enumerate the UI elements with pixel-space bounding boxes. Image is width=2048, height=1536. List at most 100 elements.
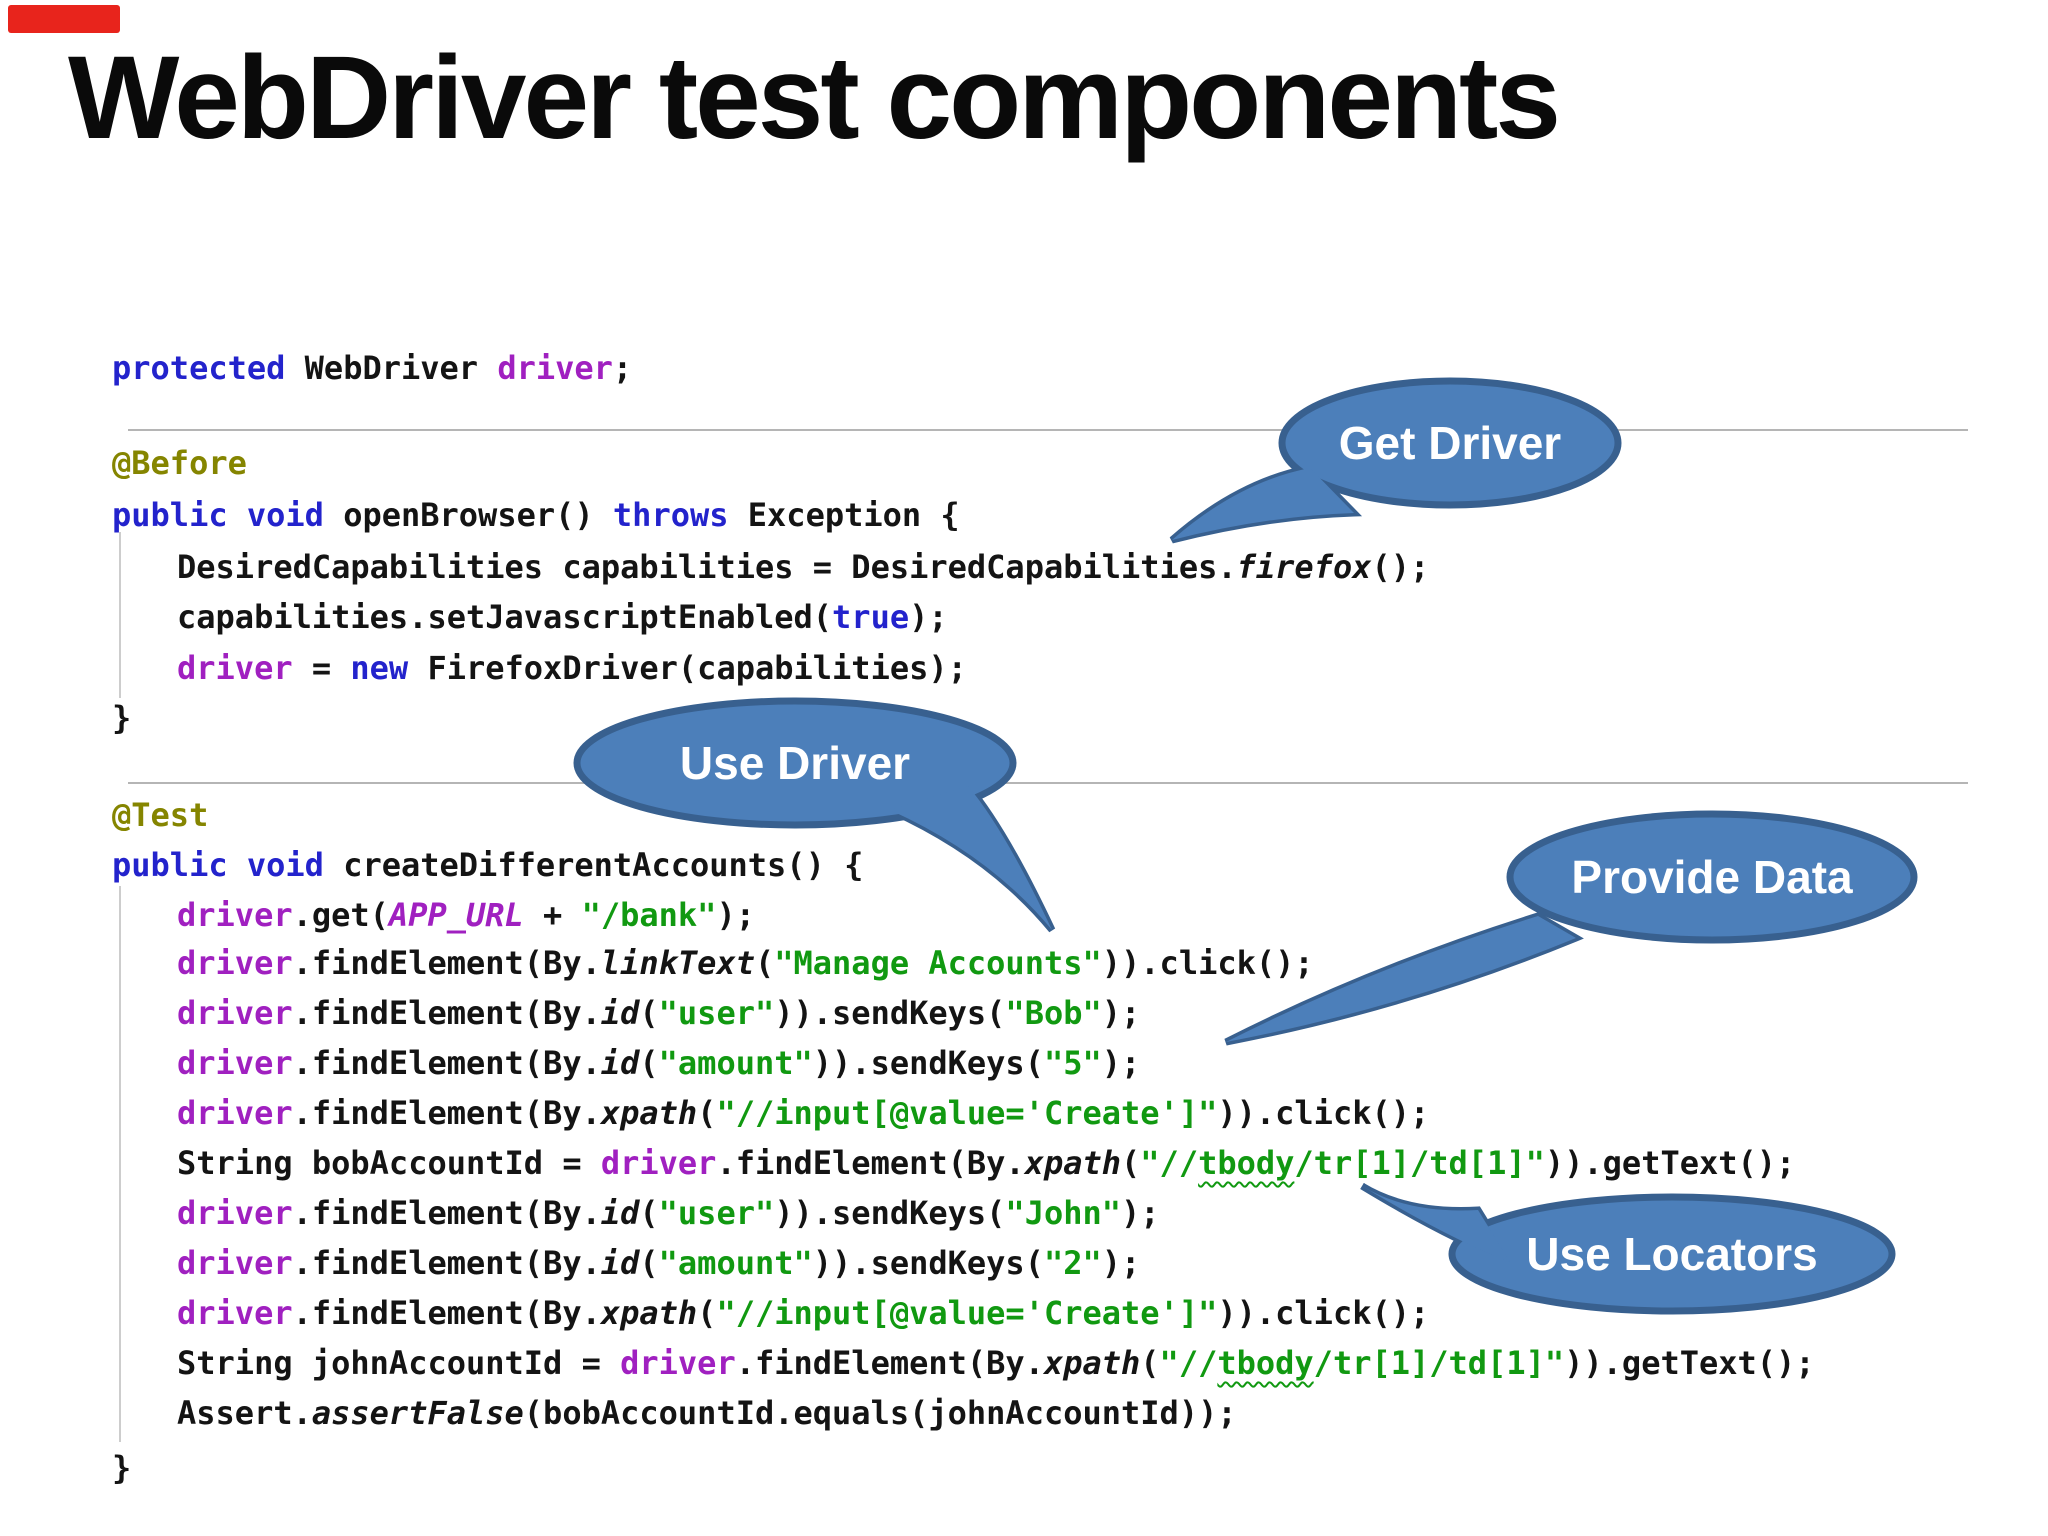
callout-bubble bbox=[1278, 377, 1622, 509]
code-token: )).sendKeys( bbox=[774, 1194, 1006, 1232]
code-token: "5" bbox=[1043, 1044, 1102, 1082]
code-token: assertFalse bbox=[311, 1394, 524, 1432]
code-token: public bbox=[112, 846, 228, 884]
code-token: DesiredCapabilities capabilities = Desir… bbox=[177, 548, 1237, 586]
code-token: (); bbox=[1371, 548, 1430, 586]
code-token: public bbox=[112, 496, 228, 534]
code-token: /tr[1]/td[1]" bbox=[1294, 1144, 1545, 1182]
code-token: .findElement(By. bbox=[292, 1094, 601, 1132]
code-token: )).sendKeys( bbox=[812, 1244, 1044, 1282]
code-token: .findElement(By. bbox=[292, 1194, 601, 1232]
code-token: "John" bbox=[1005, 1194, 1122, 1232]
code-line: public void openBrowser() throws Excepti… bbox=[112, 491, 960, 539]
code-token: ( bbox=[1140, 1344, 1160, 1382]
code-token: linkText bbox=[600, 944, 755, 982]
code-line: driver.findElement(By.xpath("//input[@va… bbox=[177, 1289, 1429, 1337]
code-token: ( bbox=[639, 994, 659, 1032]
code-token: tbody bbox=[1198, 1144, 1295, 1182]
callout-use-locators: Use Locators bbox=[1360, 1183, 1896, 1315]
callout-tail-fill bbox=[890, 786, 1052, 930]
code-token: id bbox=[600, 1194, 640, 1232]
code-line: driver.get(APP_URL + "/bank"); bbox=[177, 891, 755, 939]
code-token: createDifferentAccounts() { bbox=[323, 846, 864, 884]
code-line: driver.findElement(By.id("amount")).send… bbox=[177, 1239, 1140, 1287]
callout-tail-fill bbox=[1226, 916, 1576, 1042]
callout-label: Get Driver bbox=[1339, 417, 1562, 469]
code-line: driver.findElement(By.xpath("//input[@va… bbox=[177, 1089, 1429, 1137]
code-token: APP_URL bbox=[388, 896, 524, 934]
code-token: } bbox=[112, 699, 132, 737]
code-token: driver bbox=[177, 1044, 293, 1082]
code-token: protected bbox=[112, 349, 286, 387]
code-token: "Bob" bbox=[1005, 994, 1102, 1032]
code-line: @Before bbox=[112, 439, 247, 487]
code-token: "2" bbox=[1043, 1244, 1102, 1282]
code-line: capabilities.setJavascriptEnabled(true); bbox=[177, 593, 948, 641]
code-token: tbody bbox=[1217, 1344, 1314, 1382]
code-token: String johnAccountId = bbox=[177, 1344, 621, 1382]
code-token: openBrowser() bbox=[323, 496, 613, 534]
code-token: ( bbox=[697, 1294, 717, 1332]
slide-title: WebDriver test components bbox=[68, 32, 1561, 164]
code-token: driver bbox=[177, 1194, 293, 1232]
code-token: ( bbox=[697, 1094, 717, 1132]
callout-tail-fill bbox=[1172, 468, 1354, 540]
code-token: driver bbox=[177, 1244, 293, 1282]
code-token: ; bbox=[612, 349, 633, 387]
code-line: public void createDifferentAccounts() { bbox=[112, 841, 863, 889]
code-token: "/bank" bbox=[581, 896, 717, 934]
code-token: ( bbox=[754, 944, 775, 982]
code-line: protected WebDriver driver; bbox=[112, 344, 632, 392]
code-token: driver bbox=[620, 1344, 736, 1382]
code-token: driver bbox=[177, 896, 293, 934]
code-token: "amount" bbox=[658, 1044, 813, 1082]
code-token: ); bbox=[716, 896, 755, 934]
code-token: "// bbox=[1159, 1344, 1218, 1382]
code-scope-line bbox=[119, 532, 121, 698]
code-token: void bbox=[246, 496, 324, 534]
code-token: .findElement(By. bbox=[735, 1344, 1044, 1382]
code-token: capabilities.setJavascriptEnabled( bbox=[177, 598, 833, 636]
code-line: } bbox=[112, 1444, 131, 1492]
code-line: String bobAccountId = driver.findElement… bbox=[177, 1139, 1795, 1187]
code-line: @Test bbox=[112, 791, 208, 839]
code-token: id bbox=[600, 1044, 640, 1082]
code-token: ( bbox=[639, 1044, 659, 1082]
code-token: )).click(); bbox=[1217, 1294, 1430, 1332]
code-token: xpath bbox=[1043, 1344, 1141, 1382]
code-token: firefox bbox=[1236, 548, 1372, 586]
code-token: .findElement(By. bbox=[292, 944, 601, 982]
callout-use-driver: Use Driver bbox=[573, 697, 1056, 933]
code-token: true bbox=[832, 598, 910, 636]
code-token: FirefoxDriver(capabilities); bbox=[408, 649, 967, 687]
code-token: .findElement(By. bbox=[716, 1144, 1025, 1182]
code-token: "//input[@value='Create']" bbox=[716, 1094, 1218, 1132]
callout-bubble bbox=[1448, 1193, 1896, 1315]
code-token: xpath bbox=[600, 1094, 698, 1132]
code-scope-line bbox=[119, 886, 121, 1442]
code-token: (bobAccountId.equals(johnAccountId)); bbox=[523, 1394, 1237, 1432]
code-token: "Manage Accounts" bbox=[774, 944, 1102, 982]
code-token: .findElement(By. bbox=[292, 1044, 601, 1082]
code-token: )).getText(); bbox=[1544, 1144, 1796, 1182]
code-token: id bbox=[600, 1244, 640, 1282]
code-line: driver.findElement(By.linkText("Manage A… bbox=[177, 939, 1314, 987]
callout-label: Use Locators bbox=[1526, 1228, 1817, 1280]
code-token: = bbox=[292, 649, 351, 687]
callout-label: Provide Data bbox=[1571, 851, 1853, 903]
code-token: .findElement(By. bbox=[292, 1294, 601, 1332]
code-line: driver = new FirefoxDriver(capabilities)… bbox=[177, 644, 967, 692]
code-token: xpath bbox=[1024, 1144, 1122, 1182]
code-token: ); bbox=[1121, 1194, 1160, 1232]
callout-tail-fill bbox=[1362, 1186, 1510, 1262]
code-line: driver.findElement(By.id("user")).sendKe… bbox=[177, 1189, 1160, 1237]
code-token: driver bbox=[177, 994, 293, 1032]
callout-bubble bbox=[573, 697, 1017, 829]
separator-line bbox=[128, 782, 1968, 784]
code-token: )).click(); bbox=[1217, 1094, 1430, 1132]
code-token: new bbox=[350, 649, 409, 687]
code-token: xpath bbox=[600, 1294, 698, 1332]
code-token: "amount" bbox=[658, 1244, 813, 1282]
code-token: ( bbox=[639, 1194, 659, 1232]
code-token: driver bbox=[177, 1094, 293, 1132]
